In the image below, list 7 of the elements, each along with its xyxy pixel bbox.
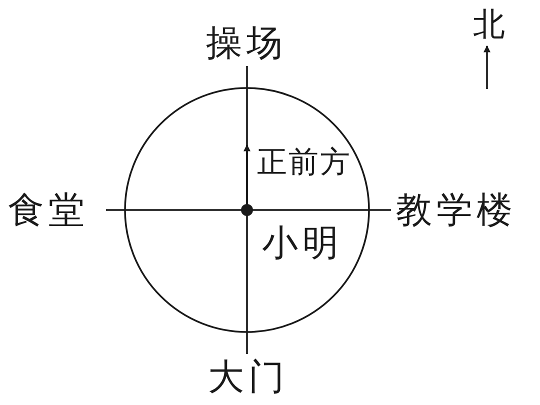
direction-label: 正前方 [257, 148, 352, 178]
person-label: 小明 [262, 226, 343, 262]
place-label: 大门 [208, 360, 289, 396]
place-label: 操场 [206, 26, 287, 62]
place-label: 食堂 [8, 193, 89, 229]
place-label: 教学楼 [396, 193, 517, 229]
compass-label: 北 [473, 8, 509, 40]
